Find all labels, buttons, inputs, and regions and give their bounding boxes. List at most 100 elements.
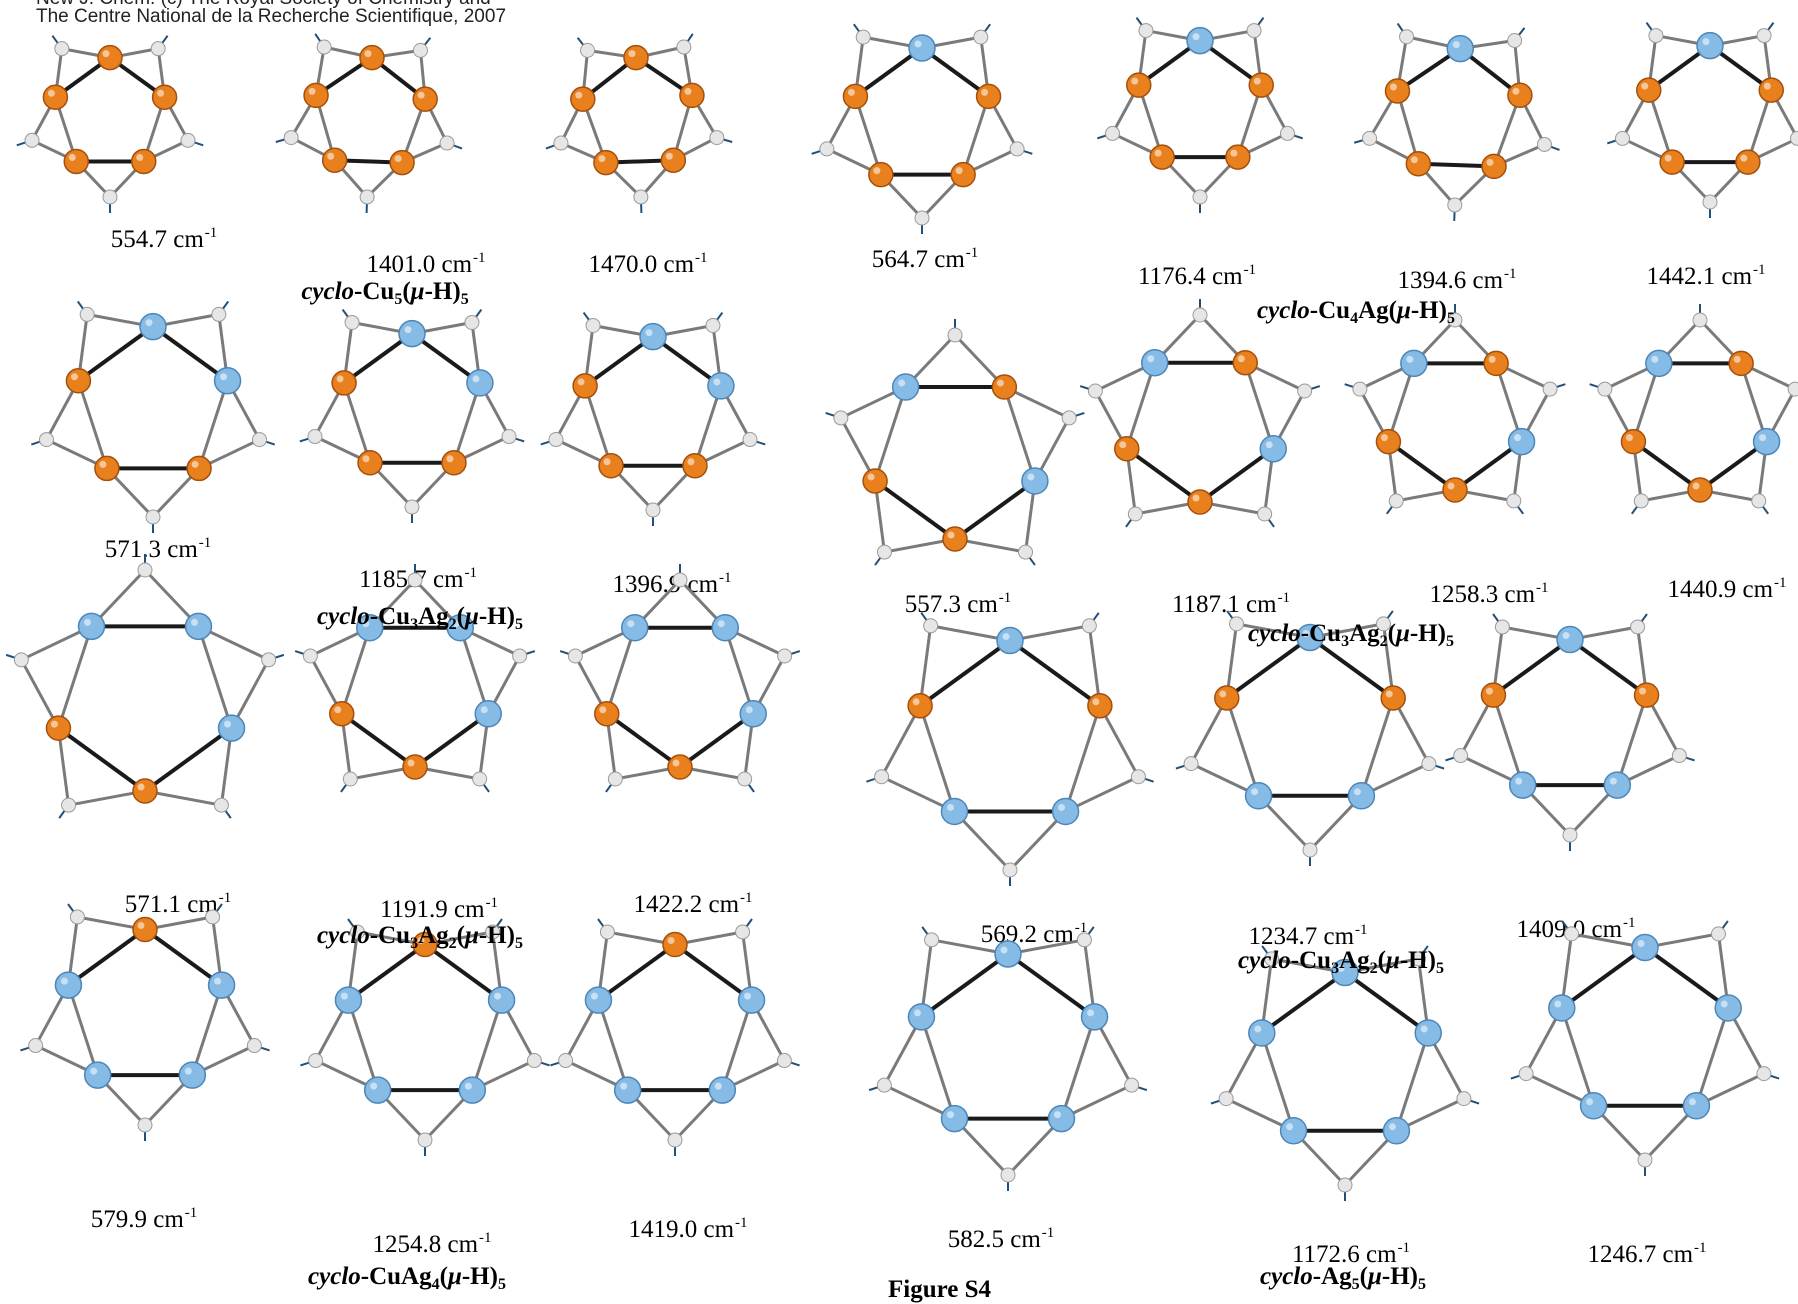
- copper-atom: [63, 148, 90, 175]
- hydrogen-atom: [1087, 383, 1103, 399]
- molecule-diagram-5: [1096, 17, 1304, 213]
- atom-highlight: [1000, 946, 1008, 954]
- metal-bond: [340, 627, 372, 715]
- hydrogen-atom: [1447, 197, 1463, 213]
- atom-highlight: [1253, 77, 1261, 85]
- hydrogen-atom: [1279, 125, 1295, 141]
- copyright-notice: The Centre National de la Recherche Scie…: [36, 6, 507, 27]
- atom-highlight: [452, 620, 460, 628]
- frequency-exponent: -1: [473, 250, 486, 266]
- atom-highlight: [599, 706, 607, 714]
- atom-highlight: [603, 458, 611, 466]
- caption-subscript: 5: [1446, 310, 1455, 327]
- bridge-bond: [1098, 705, 1140, 778]
- hydrogen-atom: [705, 317, 721, 333]
- molecule-diagram-15: [5, 554, 285, 819]
- caption-text: (: [456, 603, 465, 630]
- molecule-diagram-4: [811, 23, 1033, 234]
- atom-highlight: [1702, 38, 1710, 46]
- metal-bond: [1002, 386, 1037, 482]
- metal-bond: [67, 927, 147, 987]
- metal-bond: [57, 726, 147, 793]
- molecule-diagram-19: [1175, 610, 1445, 866]
- hydrogen-atom: [1410, 951, 1426, 967]
- metal-bond: [1632, 440, 1702, 492]
- silver-atom: [907, 1003, 936, 1031]
- caption-prefix: cyclo: [1248, 620, 1301, 647]
- silver-atom: [1645, 349, 1673, 378]
- silver-atom: [77, 612, 106, 641]
- atom-highlight: [1230, 149, 1238, 157]
- frequency-label: 1442.1 cm-1: [1646, 262, 1765, 291]
- atom-highlight: [1410, 156, 1418, 164]
- atom-highlight: [137, 922, 145, 929]
- metal-bond: [1308, 635, 1395, 700]
- atom-highlight: [713, 378, 721, 386]
- metal-bond: [1006, 952, 1096, 1019]
- copper-atom: [1232, 349, 1259, 376]
- hydrogen-atom: [283, 130, 299, 146]
- copper-atom: [321, 147, 348, 173]
- metal-bond: [1343, 970, 1430, 1035]
- caption-mu: μ: [1395, 620, 1410, 647]
- copper-atom: [570, 86, 596, 112]
- hydrogen-atom: [1671, 748, 1687, 764]
- copper-atom: [389, 149, 415, 176]
- metal-bond: [920, 952, 1010, 1019]
- atom-highlight: [224, 720, 232, 728]
- copper-atom: [130, 148, 157, 175]
- silver-atom: [1508, 771, 1537, 799]
- metal-bond: [1387, 440, 1457, 492]
- copper-atom: [991, 374, 1018, 400]
- atom-highlight: [946, 803, 954, 811]
- hydrogen-atom: [1756, 28, 1772, 44]
- metal-bond: [1695, 1007, 1730, 1107]
- silver-atom: [737, 986, 766, 1014]
- frequency-unit: cm: [967, 591, 998, 618]
- metal-bond: [347, 942, 427, 1002]
- frequency-label: 1394.6 cm-1: [1397, 266, 1516, 295]
- silver-atom: [1603, 771, 1632, 799]
- caption-subscript: 4: [431, 1276, 440, 1293]
- atom-highlight: [847, 88, 855, 96]
- copyright-notice-partial: New J. Chem. (c) The Royal Society of Ch…: [36, 0, 491, 10]
- hydrogen-atom: [79, 306, 95, 322]
- atom-highlight: [1637, 940, 1645, 947]
- hydrogen-atom: [876, 1077, 892, 1093]
- hydrogen-atom: [1302, 842, 1318, 858]
- frequency-label: 1258.3 cm-1: [1429, 580, 1548, 609]
- caption-subscript: 3: [1331, 960, 1340, 977]
- frequency-exponent: -1: [998, 590, 1012, 606]
- metal-bond: [693, 385, 723, 467]
- atom-highlight: [1380, 434, 1388, 442]
- group-caption: cyclo-CuAg4(μ-H)5: [308, 1263, 506, 1294]
- metal-bond: [1492, 694, 1525, 786]
- caption-subscript: 3: [1341, 633, 1350, 650]
- caption-subscript: 5: [1435, 960, 1444, 977]
- hydrogen-atom: [359, 189, 375, 205]
- frequency-unit: cm: [703, 1216, 735, 1243]
- silver-atom: [891, 373, 920, 401]
- frequency-exponent: -1: [218, 890, 232, 906]
- metal-bond: [470, 999, 503, 1091]
- hydrogen-atom: [1192, 307, 1208, 323]
- copper-atom: [1375, 428, 1402, 455]
- metal-bond: [340, 712, 417, 769]
- metal-bond: [423, 942, 503, 1002]
- metal-bond: [197, 625, 233, 729]
- silver-atom: [217, 714, 246, 742]
- silver-atom: [584, 986, 613, 1014]
- silver-atom: [1556, 625, 1584, 654]
- molecule-diagram-18: [866, 612, 1154, 886]
- caption-text: -Cu: [1290, 947, 1332, 974]
- atom-highlight: [464, 1082, 472, 1090]
- caption-mu: μ: [1367, 1263, 1382, 1290]
- copper-atom: [660, 147, 687, 173]
- frequency-exponent: -1: [695, 250, 708, 266]
- copper-atom: [1483, 350, 1509, 377]
- hydrogen-atom: [1787, 381, 1798, 397]
- copper-atom: [667, 754, 693, 780]
- frequency-unit: cm: [1366, 1241, 1397, 1268]
- hydrogen-atom: [1756, 1066, 1772, 1082]
- atom-highlight: [1514, 434, 1522, 442]
